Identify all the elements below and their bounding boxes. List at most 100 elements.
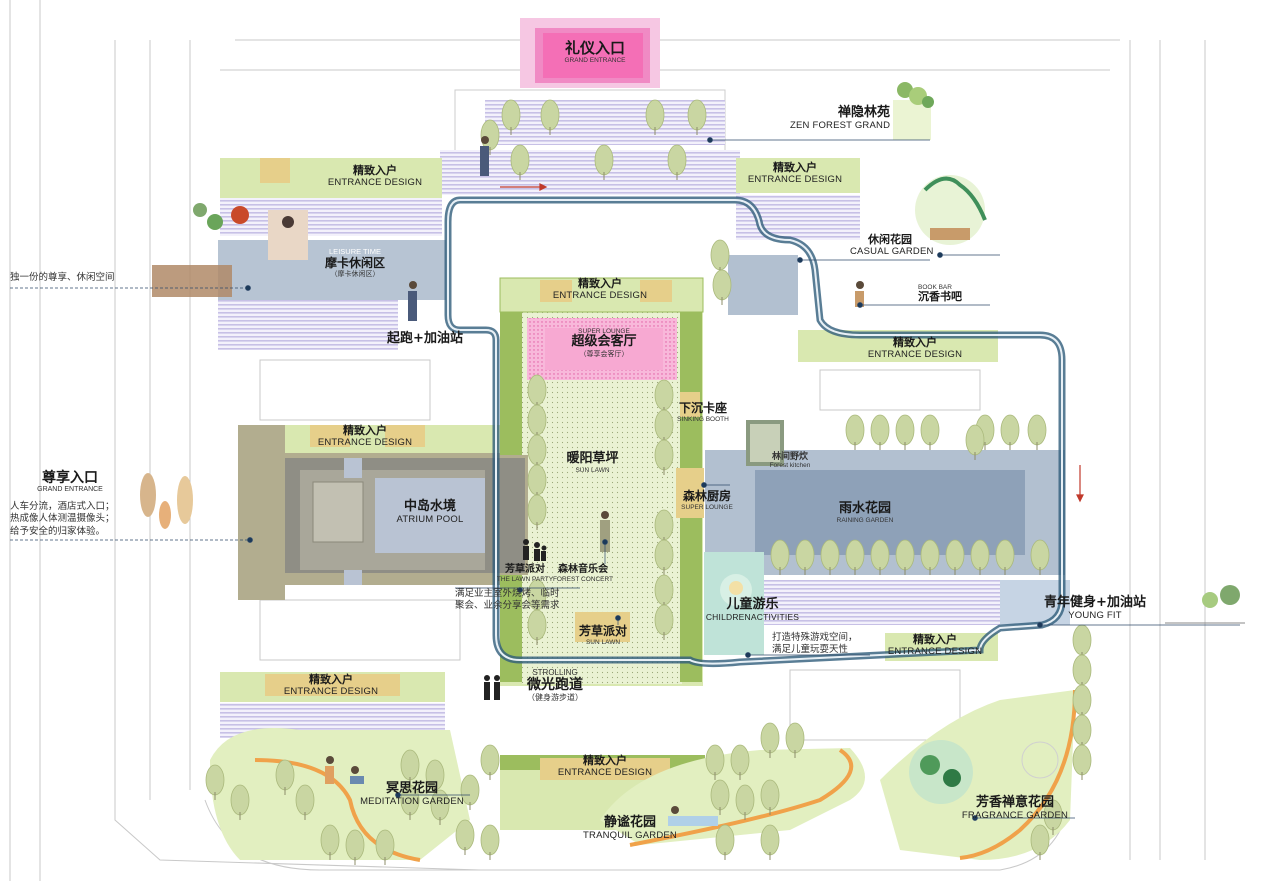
- fragrance-en: FRAGRANCE GARDEN: [961, 809, 1069, 821]
- forest-kitchen-en: Forest kitchen: [769, 462, 811, 470]
- entrance-design-en: ENTRANCE DESIGN: [557, 766, 653, 778]
- zen-forest-label: 禅隐林苑 ZEN FOREST GRAND: [790, 105, 891, 132]
- tranquil-label: 静谧花园 TRANQUIL GARDEN: [575, 815, 685, 842]
- children-en: CHILDRENACTIVITIES: [705, 611, 800, 622]
- fragrance-label: 芳香禅意花园 FRAGRANCE GARDEN: [955, 795, 1075, 822]
- direction-arrows: [500, 183, 1084, 503]
- entrance-design-en: ENTRANCE DESIGN: [317, 436, 413, 448]
- fragrance-cn: 芳香禅意花园: [975, 795, 1054, 810]
- entrance-design-5: 精致入户 ENTRANCE DESIGN: [310, 424, 420, 449]
- entrance-design-en: ENTRANCE DESIGN: [552, 289, 648, 301]
- entrance-design-cn: 精致入户: [583, 754, 627, 767]
- forest-kitchen2-label: 森林厨房 SUPER LOUNGE: [672, 489, 742, 511]
- leisure-illustration: [152, 203, 308, 297]
- entrance-design-cn: 精致入户: [343, 424, 387, 437]
- casual-garden-label: 休闲花园 CASUAL GARDEN: [850, 233, 934, 258]
- entrance-design-8: 精致入户 ENTRANCE DESIGN: [550, 754, 660, 779]
- sun-lawn-label: 暖阳草坪 SUN LAWN: [555, 451, 630, 474]
- raining-garden-label: 雨水花园 RAINING GARDEN: [815, 501, 915, 524]
- leisure-cn: 摩卡休闲区: [324, 255, 385, 270]
- entrance-design-6: 精致入户 ENTRANCE DESIGN: [880, 633, 990, 658]
- super-lounge-cn: 超级会客厅: [571, 334, 637, 350]
- children-illustration: [704, 552, 764, 655]
- sinking-booth-label: 下沉卡座 SINKING BOOTH: [668, 401, 738, 423]
- super-lounge-en: SUPER LOUNGE: [578, 328, 630, 335]
- lawn-note: 满足业主室外烧烤、临时 聚会、业余分享会等需求: [455, 588, 560, 613]
- casual-garden-cn: 休闲花园: [868, 233, 912, 246]
- leisure-sub: （摩卡休闲区）: [330, 270, 380, 279]
- children-label: 儿童游乐 CHILDRENACTIVITIES: [700, 597, 805, 623]
- book-bar-label: BOOK BAR 沉香书吧: [918, 284, 978, 304]
- children-note: 打造特殊游戏空间， 满足儿童玩耍天性: [772, 632, 858, 657]
- book-bar-en: BOOK BAR: [918, 284, 952, 291]
- meditation-cn: 冥思花园: [385, 781, 438, 796]
- entrance-design-en: ENTRANCE DESIGN: [747, 173, 843, 185]
- entrance-design-en: ENTRANCE DESIGN: [283, 685, 379, 697]
- young-fit-label: 青年健身+加油站 YOUNG FIT: [1030, 595, 1160, 622]
- entrance-design-cn: 精致入户: [353, 164, 397, 177]
- lawn-party2-en: SUN LAWN: [585, 638, 621, 646]
- meditation-label: 冥思花园 MEDITATION GARDEN: [352, 781, 472, 808]
- raining-garden-cn: 雨水花园: [838, 501, 891, 516]
- super-lounge-sub: （尊享会客厅）: [579, 350, 629, 359]
- young-fit-illustration: [1165, 585, 1245, 624]
- run-station-top-label: 起跑+加油站: [387, 331, 463, 346]
- strolling-cn: 微光跑道: [527, 677, 583, 694]
- vip-note-line: 人车分流，酒店式入口；: [10, 501, 115, 512]
- lawn-note-line: 聚会、业余分享会等需求: [455, 600, 560, 612]
- atrium-pool-cn: 中岛水境: [403, 499, 456, 514]
- fragrance-illustration: [909, 740, 1059, 804]
- strolling-label: STROLLING 微光跑道 （健身游步道）: [510, 668, 600, 702]
- entrance-design-en: ENTRANCE DESIGN: [867, 348, 963, 360]
- young-fit-cn: 青年健身+加油站: [1044, 595, 1146, 610]
- strolling-en: STROLLING: [532, 668, 578, 677]
- atrium-pool: [375, 478, 485, 553]
- super-lounge-label: SUPER LOUNGE 超级会客厅 （尊享会客厅）: [545, 328, 663, 358]
- casual-garden-en: CASUAL GARDEN: [850, 245, 934, 257]
- lawn-party2-label: 芳草派对 SUN LAWN: [568, 624, 638, 646]
- lawn-party2-cn: 芳草派对: [578, 624, 627, 638]
- young-fit-en: YOUNG FIT: [1068, 609, 1122, 621]
- vip-entrance-cn: 尊享入口: [42, 470, 98, 486]
- entrance-design-en: ENTRANCE DESIGN: [327, 176, 423, 188]
- leisure-label: LEISURE TIME 摩卡休闲区 （摩卡休闲区）: [310, 247, 400, 279]
- entrance-design-1: 精致入户 ENTRANCE DESIGN: [320, 164, 430, 189]
- zen-forest-en: ZEN FOREST GRAND: [790, 119, 891, 131]
- book-bar-cn: 沉香书吧: [918, 290, 962, 304]
- tranquil-cn: 静谧花园: [603, 815, 656, 830]
- forest-concert-en: FOREST CONCERT: [552, 575, 614, 583]
- vip-entrance-people: [140, 473, 193, 529]
- forest-kitchen-illustration: [746, 420, 784, 466]
- grand-entrance-en: GRAND ENTRANCE: [564, 57, 626, 65]
- entrance-design-4: 精致入户 ENTRANCE DESIGN: [860, 336, 970, 361]
- vip-entrance-label: 尊享入口 GRAND ENTRANCE: [30, 470, 110, 494]
- children-note-line: 打造特殊游戏空间，: [772, 632, 858, 643]
- entrance-design-cn: 精致入户: [913, 633, 957, 646]
- forest-kitchen2-cn: 森林厨房: [682, 489, 731, 503]
- sun-lawn-cn: 暖阳草坪: [566, 451, 619, 466]
- grand-entrance-label: 礼仪入口 GRAND ENTRANCE: [540, 39, 650, 65]
- lawn-party-en: THE LAWN PARTY: [496, 575, 554, 583]
- entrance-design-cn: 精致入户: [578, 277, 622, 290]
- vip-note-line: 给予安全的归家体验。: [10, 525, 106, 537]
- leisure-en: LEISURE TIME: [329, 247, 381, 256]
- forest-kitchen2-en: SUPER LOUNGE: [681, 503, 733, 511]
- atrium-pool-label: 中岛水境 ATRIUM POOL: [380, 499, 480, 526]
- sun-lawn-en: SUN LAWN: [575, 466, 610, 474]
- raining-garden-en: RAINING GARDEN: [836, 516, 894, 524]
- zen-forest-cn: 禅隐林苑: [837, 105, 890, 120]
- sinking-booth-en: SINKING BOOTH: [677, 415, 729, 423]
- vip-note: 人车分流，酒店式入口； 热成像人体测温摄像头； 给予安全的归家体验。: [10, 501, 115, 538]
- lawn-party-cn: 芳草派对: [505, 564, 545, 575]
- entrance-design-7: 精致入户 ENTRANCE DESIGN: [276, 673, 386, 698]
- lawn-party-label: 芳草派对 THE LAWN PARTY: [490, 564, 560, 583]
- entrance-design-en: ENTRANCE DESIGN: [887, 645, 983, 657]
- entrance-design-cn: 精致入户: [893, 336, 937, 349]
- atrium-pool-en: ATRIUM POOL: [396, 513, 464, 525]
- entrance-design-cn: 精致入户: [309, 673, 353, 686]
- children-cn: 儿童游乐: [726, 597, 779, 612]
- people-silhouettes: [325, 136, 864, 826]
- tranquil-lawn: [600, 748, 865, 845]
- forest-kitchen-label: 林间野炊 Forest kitchen: [750, 452, 830, 470]
